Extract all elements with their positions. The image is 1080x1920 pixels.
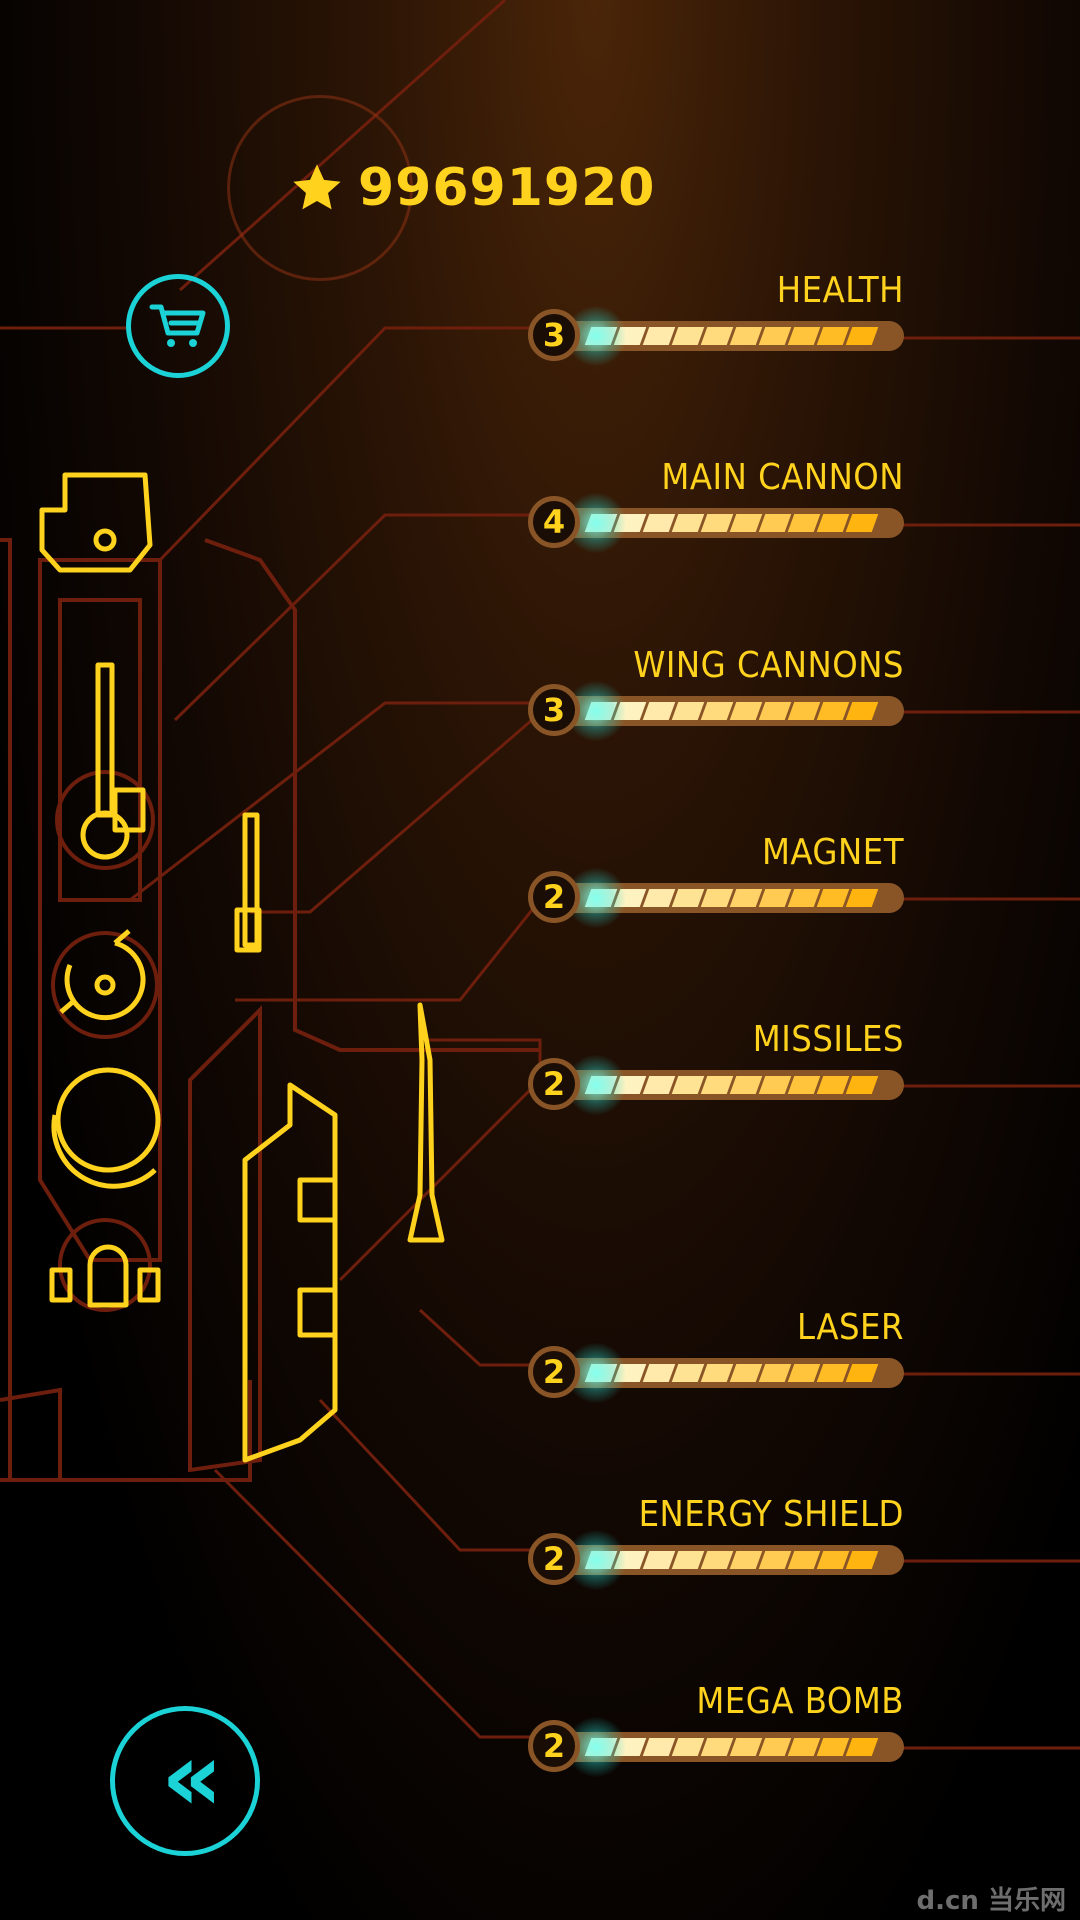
- star-icon: [293, 164, 341, 210]
- upgrade-label: WING CANNONS: [633, 645, 904, 686]
- upgrade-label: MISSILES: [752, 1019, 904, 1060]
- score-ring-decoration: [227, 95, 413, 281]
- double-chevron-left-icon: «: [160, 1721, 223, 1833]
- upgrade-label: ENERGY SHIELD: [638, 1494, 904, 1535]
- upgrade-label: MAIN CANNON: [661, 457, 904, 498]
- upgrade-missiles[interactable]: MISSILES 2: [528, 1019, 904, 1119]
- upgrade-label: MEGA BOMB: [696, 1681, 904, 1722]
- upgrade-label: HEALTH: [776, 270, 904, 311]
- watermark: d.cn 当乐网: [916, 1886, 1066, 1916]
- level-badge: 4: [528, 496, 580, 548]
- upgrade-health[interactable]: HEALTH 3: [528, 270, 904, 370]
- level-badge: 3: [528, 309, 580, 361]
- upgrade-label: LASER: [796, 1307, 904, 1348]
- upgrade-mega-bomb[interactable]: MEGA BOMB 2: [528, 1681, 904, 1781]
- upgrade-energy-shield[interactable]: ENERGY SHIELD 2: [528, 1494, 904, 1594]
- upgrade-label: MAGNET: [761, 832, 904, 873]
- score-display: 99691920: [290, 152, 655, 224]
- upgrade-main-cannon[interactable]: MAIN CANNON 4: [528, 457, 904, 557]
- score-value: 99691920: [358, 158, 656, 218]
- upgrade-wing-cannons[interactable]: WING CANNONS 3: [528, 645, 904, 745]
- back-button[interactable]: «: [110, 1706, 260, 1856]
- shop-button[interactable]: [126, 274, 230, 378]
- upgrade-laser[interactable]: LASER 2: [528, 1307, 904, 1407]
- level-badge: 2: [528, 1058, 580, 1110]
- level-badge: 2: [528, 1720, 580, 1772]
- shopping-cart-icon: [149, 304, 206, 347]
- ship-blueprint: [0, 472, 540, 1482]
- level-badge: 2: [528, 871, 580, 923]
- level-badge: 2: [528, 1533, 580, 1585]
- upgrade-magnet[interactable]: MAGNET 2: [528, 832, 904, 932]
- level-badge: 2: [528, 1346, 580, 1398]
- level-badge: 3: [528, 684, 580, 736]
